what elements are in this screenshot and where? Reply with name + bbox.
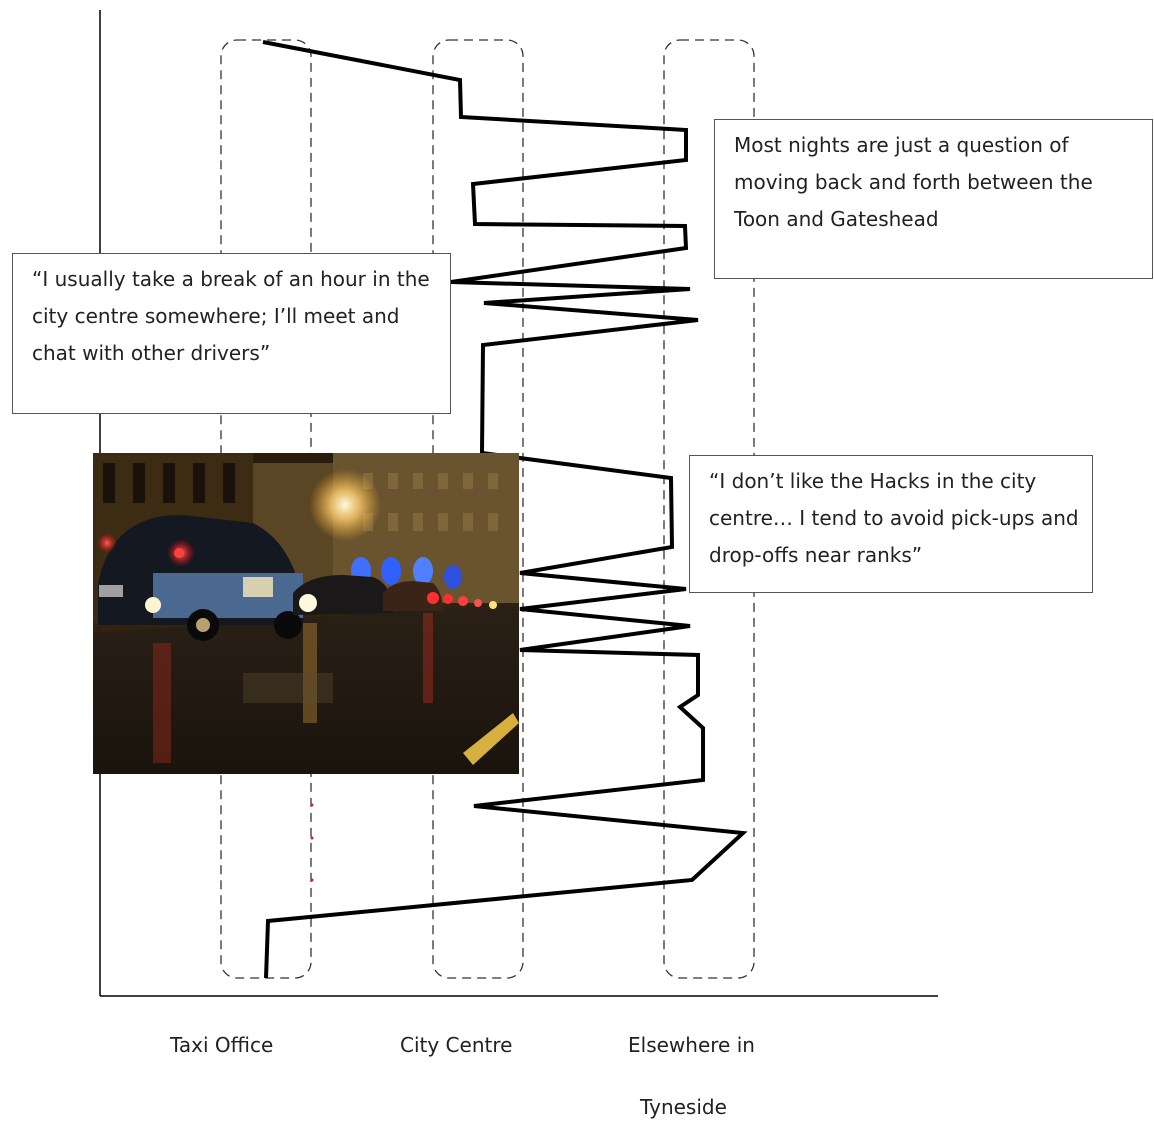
zone-label-taxi-office: Taxi Office [170,1033,274,1057]
zone-label-city-centre: City Centre [400,1033,513,1057]
callout-hacks-quote: “I don’t like the Hacks in the city cent… [689,455,1093,593]
red-mark [310,803,314,807]
callout-break-quote: “I usually take a break of an hour in th… [12,253,451,414]
zone-label-elsewhere-line2: Tyneside [640,1095,727,1119]
callout-hacks-text: “I don’t like the Hacks in the city cent… [709,469,1079,567]
callout-shuttle-note: Most nights are just a question of movin… [714,119,1153,279]
zone-column-elsewhere [663,39,755,979]
red-mark [310,836,314,840]
red-mark [310,878,314,882]
callout-break-text: “I usually take a break of an hour in th… [32,267,430,365]
street-photo [93,453,519,774]
zone-label-elsewhere-line1: Elsewhere in [628,1033,755,1057]
taxi-trajectory-line [262,40,748,979]
callout-shuttle-text: Most nights are just a question of movin… [734,133,1093,231]
